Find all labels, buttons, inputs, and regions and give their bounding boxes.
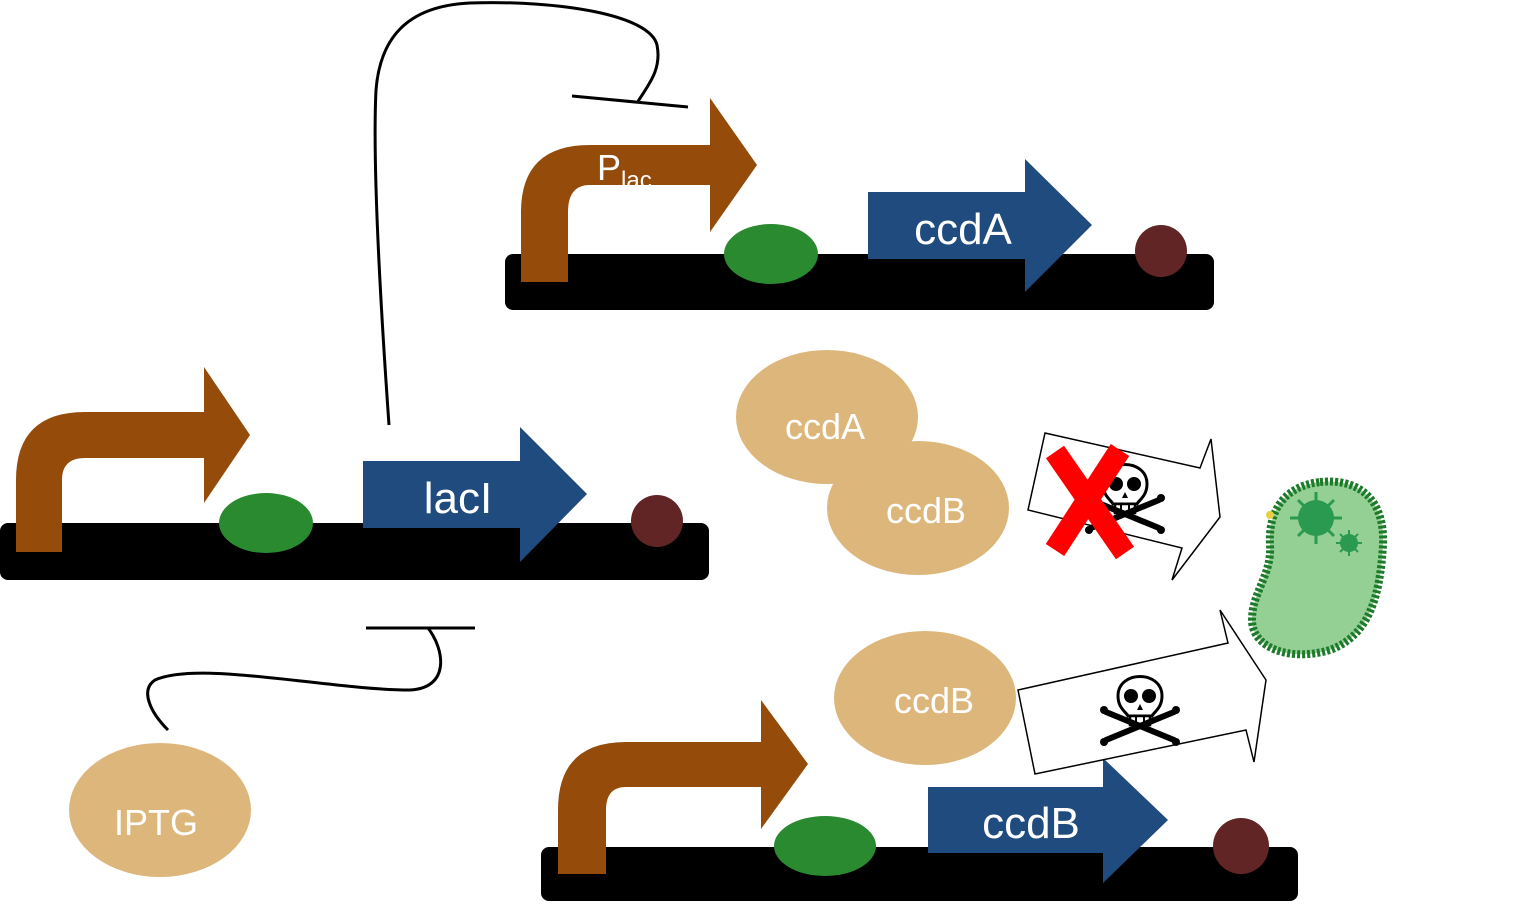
iptg: IPTG (69, 743, 251, 877)
ccdB-cds-arrow (928, 758, 1168, 883)
ccdB-bound-protein (827, 441, 1009, 575)
lacI-gene-label: lacI (424, 474, 492, 523)
lacI-cds-arrow (363, 427, 587, 562)
ccdA-rbs (724, 224, 818, 284)
ccdB-gene-label: ccdB (982, 799, 1080, 848)
lacI-promoter-arrow (16, 367, 250, 552)
ccdB-rbs (774, 816, 876, 876)
lacI-backbone (0, 523, 709, 580)
ccdB-promoter-arrow (558, 700, 808, 874)
ccdA-construct: Plac ccdA (505, 98, 1214, 310)
ccdB-construct: ccdB (541, 700, 1298, 901)
ccdB-bound-protein-label: ccdB (886, 490, 966, 531)
ccdA-gene-label: ccdA (914, 205, 1012, 254)
iptg-molecule (69, 743, 251, 877)
toxicity-arrow-active (1017, 609, 1267, 775)
lacI-construct: lacI (0, 367, 709, 580)
plac-promoter-arrow (521, 98, 757, 282)
iptg-inhibits-lacI (146, 626, 475, 732)
iptg-label: IPTG (114, 802, 198, 843)
red-x-icon (1045, 444, 1135, 560)
ccdA-backbone (505, 254, 1214, 310)
lacI-repression-bar (571, 94, 689, 109)
plac-label: Plac (597, 147, 652, 194)
lacI-represses-plac (373, 1, 689, 426)
virus-icon (1336, 530, 1362, 556)
ccdB-backbone (541, 847, 1298, 901)
ccdB-terminator (1213, 818, 1269, 874)
lacI-terminator (631, 495, 683, 547)
ccdB-free: ccdB (834, 631, 1016, 765)
ccdB-free-protein (834, 631, 1016, 765)
ccdA-terminator (1135, 225, 1187, 277)
ccdA-ccdB-complex: ccdA ccdB (736, 350, 1009, 575)
ccdA-cds-arrow (868, 159, 1092, 292)
lacI-rbs (219, 493, 313, 553)
ccdA-protein-label: ccdA (785, 406, 865, 447)
bacterium-cell-icon (1247, 477, 1388, 659)
toxicity-arrow-blocked (1027, 432, 1221, 581)
virus-icon (1290, 492, 1342, 544)
ccdB-free-protein-label: ccdB (894, 680, 974, 721)
